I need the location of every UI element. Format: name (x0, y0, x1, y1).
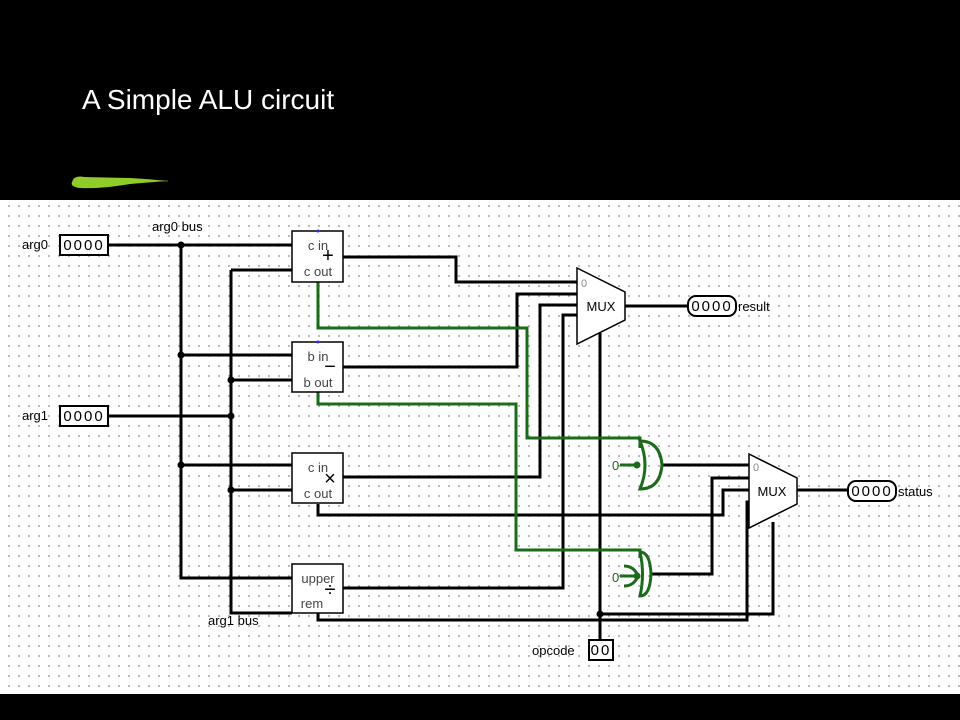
black-wires (108, 243, 848, 640)
arg1-input-pin[interactable]: arg1 0000 (22, 405, 109, 427)
times-symbol: × (324, 468, 336, 490)
svg-text:0: 0 (581, 278, 587, 290)
green-junction-dots (633, 461, 641, 580)
constant-zero-top: 0 (612, 458, 619, 473)
alu-schematic: arg0 0000 arg0 bus arg1 0000 arg1 bus c … (22, 219, 933, 661)
arg1-value: 0000 (63, 408, 104, 425)
circuit-canvas: arg0 0000 arg0 bus arg1 0000 arg1 bus c … (0, 200, 960, 694)
svg-text:c in: c in (308, 238, 328, 253)
divide-symbol: ÷ (325, 579, 336, 601)
result-value: 0000 (691, 298, 732, 315)
plus-symbol: + (322, 245, 334, 267)
status-label: status (898, 484, 933, 499)
svg-text:upper: upper (301, 571, 335, 586)
svg-text:b out: b out (304, 375, 333, 390)
arg0-bus-label: arg0 bus (152, 219, 203, 234)
minus-symbol: − (324, 356, 336, 378)
result-multiplexer: 0 MUX (576, 266, 626, 346)
multiplier-unit: c in c out × (291, 452, 344, 504)
subtractor-unit: b in b out − (291, 340, 344, 393)
adder-unit: c in c out + (291, 229, 344, 283)
status-multiplexer: 0 MUX (748, 452, 798, 530)
opcode-input-pin[interactable]: opcode 00 (532, 639, 614, 661)
green-brush-stroke-decoration (71, 176, 169, 189)
slide-title: A Simple ALU circuit (82, 84, 335, 115)
arg1-bus-label: arg1 bus (208, 613, 259, 628)
result-output-pin: 0000 result (687, 295, 770, 317)
status-value: 0000 (851, 483, 892, 500)
constant-zero-bottom: 0 (612, 570, 619, 585)
arg0-value: 0000 (63, 237, 104, 254)
svg-text:c in: c in (308, 460, 328, 475)
arg0-input-pin[interactable]: arg0 0000 (22, 234, 109, 256)
arg0-label: arg0 (22, 237, 48, 252)
status-output-pin: 0000 status (847, 480, 933, 502)
arg1-label: arg1 (22, 408, 48, 423)
junction-dots (177, 241, 604, 618)
result-label: result (738, 299, 770, 314)
or-gate-top: 0 (612, 439, 664, 491)
svg-text:b in: b in (308, 349, 329, 364)
or-gate-bottom: 0 (612, 550, 653, 598)
svg-text:c out: c out (304, 264, 333, 279)
opcode-value: 00 (591, 642, 612, 659)
svg-text:MUX: MUX (587, 299, 616, 314)
svg-text:MUX: MUX (758, 484, 787, 499)
svg-text:rem: rem (301, 596, 323, 611)
svg-text:0: 0 (753, 462, 759, 474)
svg-text:c out: c out (304, 486, 333, 501)
divider-unit: upper rem ÷ (291, 563, 344, 614)
opcode-label: opcode (532, 643, 575, 658)
